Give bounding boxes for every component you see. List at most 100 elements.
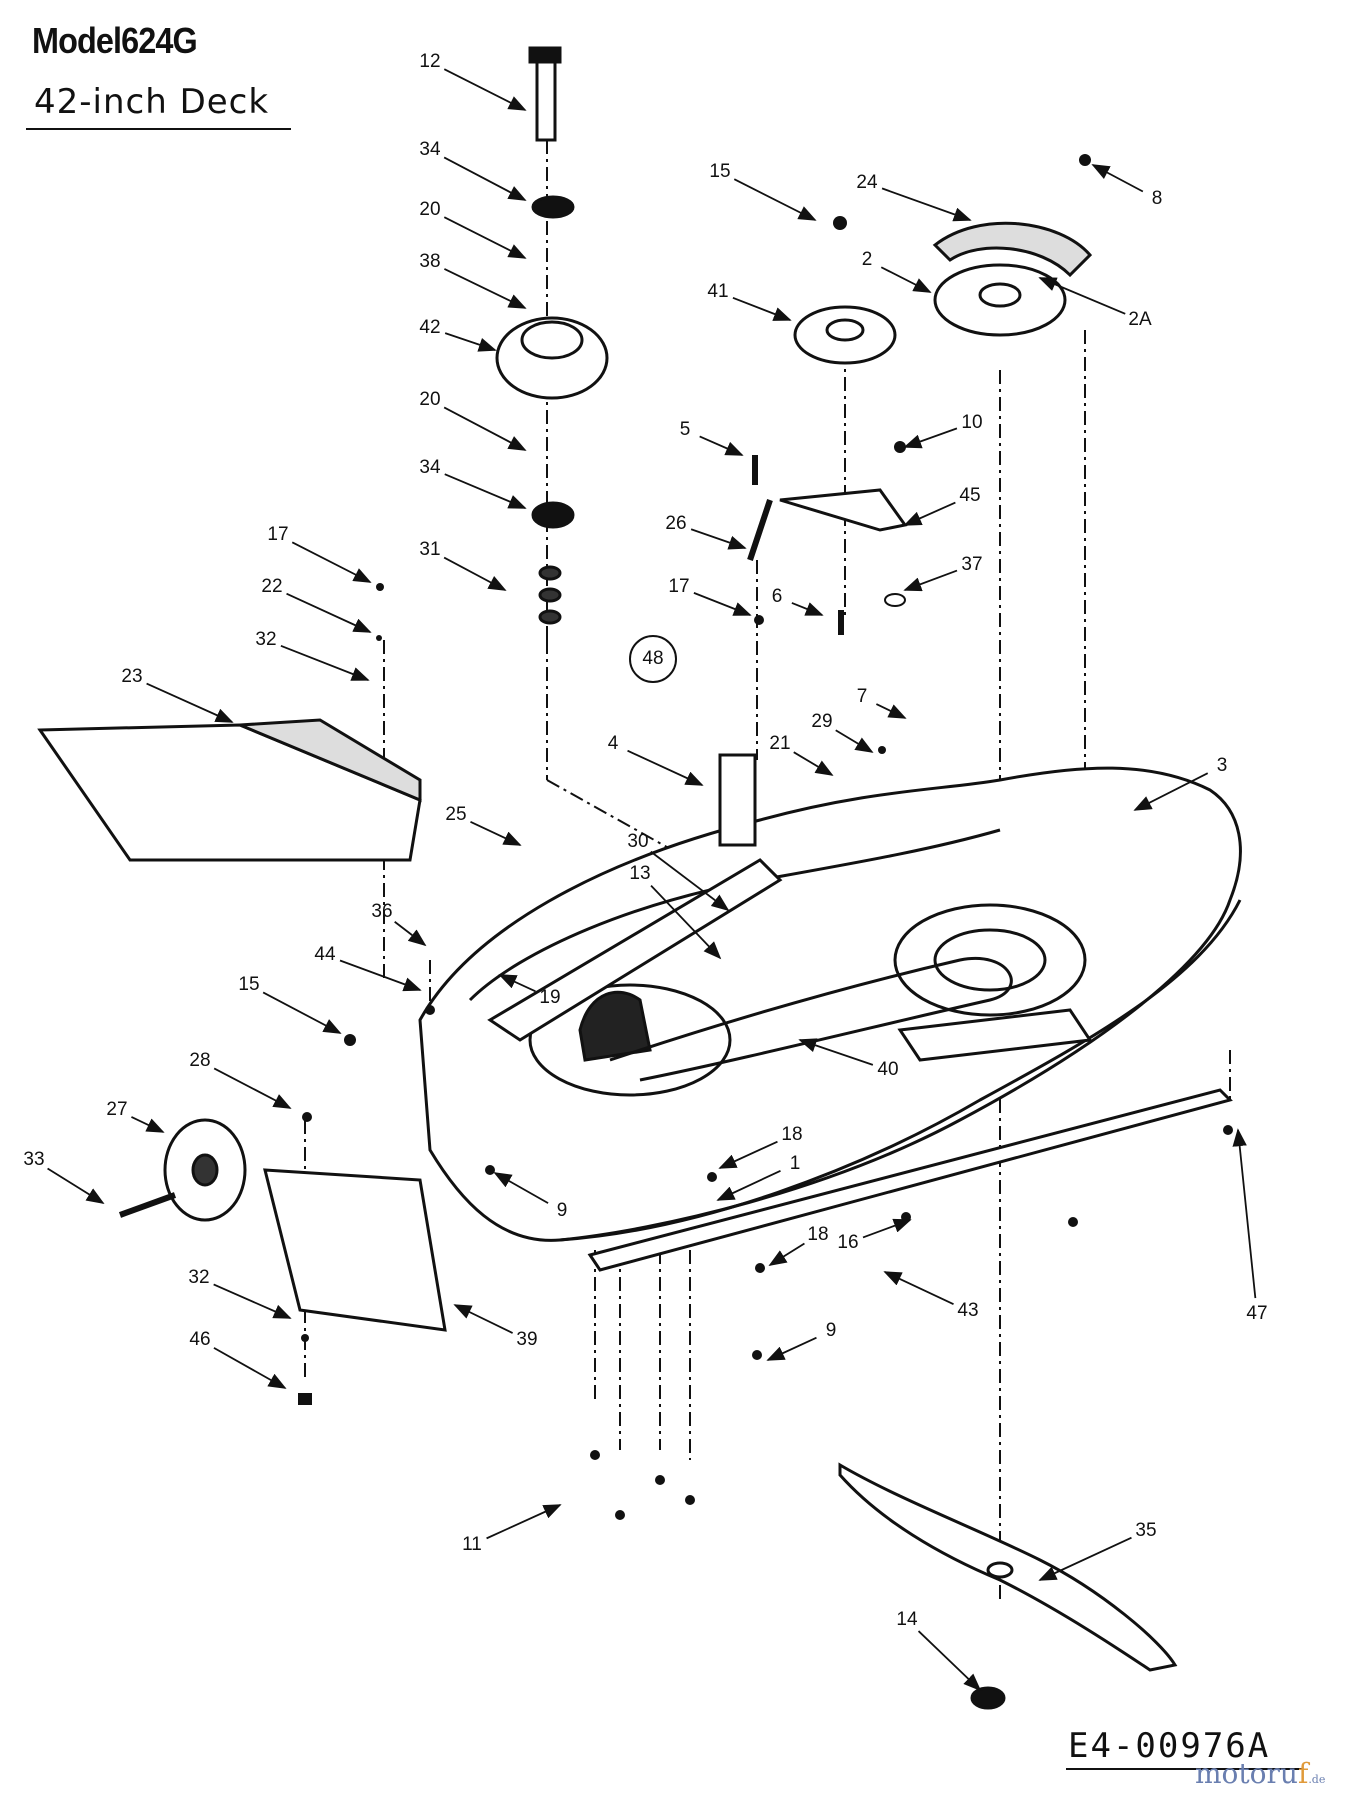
idler-pulley-assembly — [747, 221, 1093, 561]
callout-label-c15b: 15 — [709, 161, 730, 182]
callout-label-c24: 24 — [856, 172, 878, 193]
drawing-code-underline — [1066, 1768, 1302, 1770]
callout-label-c35: 35 — [1135, 1520, 1156, 1541]
small-hardware — [298, 154, 1233, 1520]
callout-label-c42: 42 — [419, 317, 440, 338]
callout-leader-c19 — [498, 974, 536, 993]
callout-leader-c21 — [793, 751, 834, 776]
callout-label-c23: 23 — [121, 666, 142, 687]
callout-label-c17a: 17 — [267, 524, 288, 545]
mower-blade — [838, 1462, 1178, 1710]
callout-leader-c39 — [453, 1304, 514, 1334]
callout-leader-c9b — [766, 1336, 817, 1361]
callout-leader-c2A — [1038, 277, 1126, 315]
callout-label-c37: 37 — [961, 554, 982, 575]
callout-label-c32a: 32 — [255, 629, 276, 650]
upper-spindle-stack — [495, 46, 609, 625]
callout-leader-c3 — [1133, 772, 1209, 811]
callout-label-c46: 46 — [189, 1329, 210, 1350]
callout-label-c39: 39 — [516, 1329, 537, 1350]
callout-label-c8: 8 — [1152, 188, 1163, 209]
callout-label-c40: 40 — [877, 1059, 898, 1080]
callout-label-c1: 1 — [790, 1153, 801, 1174]
callout-label-c11: 11 — [462, 1534, 482, 1555]
callout-label-c20a: 20 — [419, 199, 440, 220]
model-title: Model624G — [32, 20, 198, 61]
callout-label-c4: 4 — [608, 733, 619, 754]
callout-label-c38: 38 — [419, 251, 440, 272]
callout-label-c3: 3 — [1217, 755, 1228, 776]
callout-label-c21: 21 — [769, 733, 790, 754]
callout-leader-c46 — [213, 1347, 287, 1389]
callout-leader-c13 — [650, 884, 722, 960]
rear-baffle — [587, 1008, 1233, 1272]
callout-label-c32b: 32 — [188, 1267, 209, 1288]
callout-leader-c47 — [1232, 1128, 1257, 1299]
grass-chute-deflector — [37, 718, 422, 862]
callout-label-c5: 5 — [680, 419, 691, 440]
callout-leader-c22 — [286, 592, 372, 633]
callout-label-c33: 33 — [23, 1149, 44, 1170]
callout-leader-c41 — [732, 296, 792, 321]
callout-label-c13: 13 — [629, 863, 650, 884]
callout-leader-c44 — [339, 959, 422, 992]
callout-leader-c25 — [470, 820, 522, 846]
callout-label-c43: 43 — [957, 1300, 978, 1321]
callout-label-c16: 16 — [837, 1232, 858, 1253]
callout-leader-c36 — [394, 921, 427, 947]
callout-leader-c32a — [280, 645, 370, 681]
callout-leader-c18a — [718, 1140, 778, 1169]
callout-leader-c30 — [650, 850, 730, 912]
callout-label-c31: 31 — [419, 539, 440, 560]
side-chute-cover — [263, 1168, 447, 1332]
callout-leader-c17a — [291, 541, 372, 583]
callout-label-c22: 22 — [261, 576, 282, 597]
callout-label-c14: 14 — [896, 1609, 918, 1630]
callout-leader-c18b — [768, 1242, 805, 1266]
callout-leader-c11 — [486, 1504, 562, 1540]
callout-label-c9b: 9 — [826, 1320, 837, 1341]
callout-label-c41: 41 — [707, 281, 728, 302]
callout-leader-c33 — [47, 1167, 105, 1204]
callout-leader-c8 — [1091, 164, 1144, 193]
callout-leader-c32b — [213, 1283, 292, 1319]
gauge-wheel — [118, 1118, 247, 1222]
callout-leader-c4 — [627, 749, 704, 786]
callout-label-c9a: 9 — [557, 1200, 568, 1221]
callout-leader-c16 — [862, 1218, 912, 1239]
callout-leader-c37 — [903, 569, 958, 592]
ref-circle-48 — [629, 635, 677, 683]
callout-label-c2: 2 — [862, 249, 873, 270]
callout-leader-c17b — [693, 592, 752, 616]
callout-leader-c15b — [733, 178, 817, 221]
callout-label-c48: 48 — [642, 648, 663, 669]
callout-leader-c15a — [262, 991, 342, 1034]
callout-label-c47: 47 — [1246, 1303, 1267, 1324]
callout-leader-c34a — [443, 156, 527, 201]
callout-leader-c28 — [213, 1067, 292, 1109]
callout-leader-c6 — [791, 602, 824, 616]
callout-leader-c45 — [903, 501, 956, 526]
callout-label-c44: 44 — [314, 944, 336, 965]
callout-leader-c23 — [146, 682, 234, 723]
callout-leader-c20b — [443, 406, 527, 451]
drive-belt — [609, 956, 1013, 1082]
callout-label-c29: 29 — [811, 711, 832, 732]
callout-label-c7: 7 — [857, 686, 868, 707]
callout-label-c25: 25 — [445, 804, 466, 825]
callout-label-c15a: 15 — [238, 974, 259, 995]
callout-leader-c10 — [903, 427, 958, 449]
callout-label-c34a: 34 — [419, 139, 441, 160]
callout-leader-c43 — [883, 1271, 954, 1306]
callout-label-c19: 19 — [539, 987, 560, 1008]
callout-label-c26: 26 — [665, 513, 686, 534]
subtitle-underline — [26, 128, 291, 130]
drawing-code: E4-00976A — [1068, 1726, 1271, 1766]
callout-leader-c29 — [835, 729, 874, 753]
callout-label-c20b: 20 — [419, 389, 440, 410]
callout-leaders — [47, 68, 1257, 1692]
callout-leader-c34b — [444, 473, 527, 509]
callout-leader-c9a — [493, 1172, 549, 1204]
front-hitch-bracket — [487, 753, 783, 1042]
